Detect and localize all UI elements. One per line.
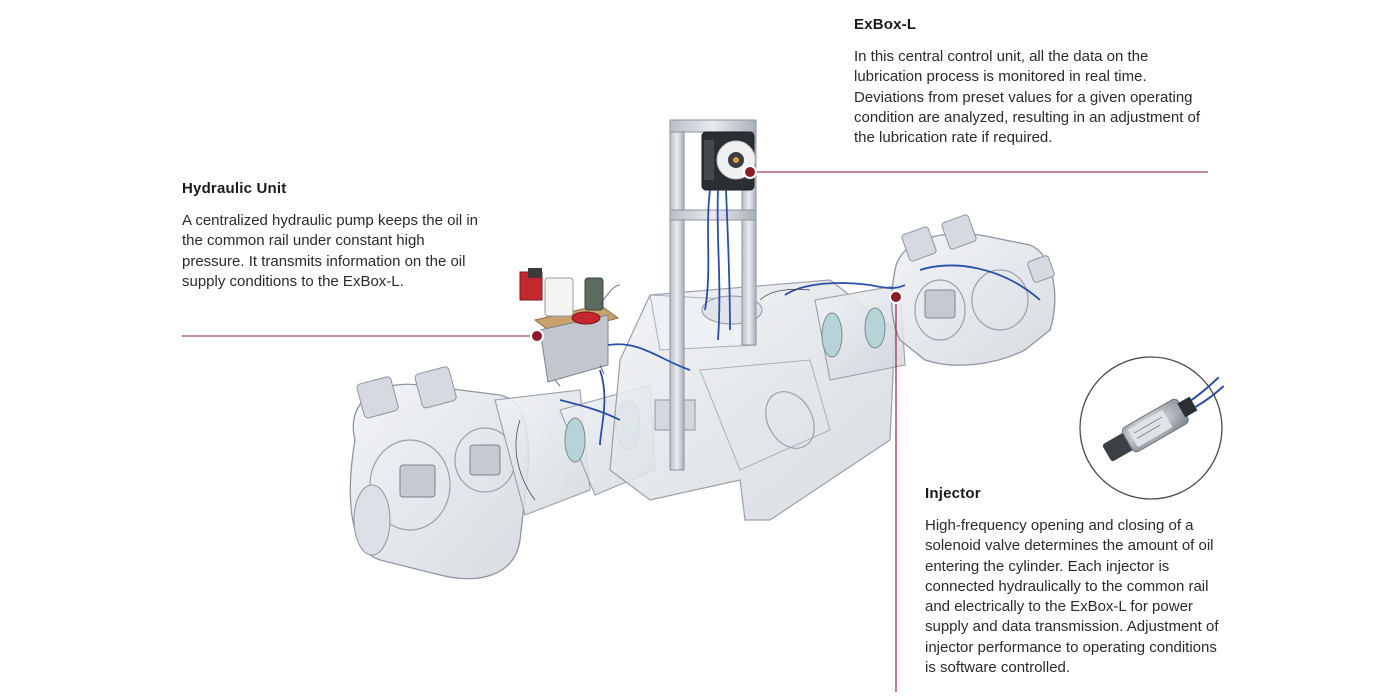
marker-exbox-l	[743, 165, 757, 179]
marker-injector	[889, 290, 903, 304]
hydraulic-unit	[519, 268, 620, 387]
cable-harness	[559, 189, 1041, 446]
left-cylinder-housing	[349, 366, 530, 580]
callout-title-injector: Injector	[925, 485, 981, 502]
callout-body-hydraulic-unit: A centralized hydraulic pump keeps the o…	[182, 212, 479, 290]
callout-body-injector: High-frequency opening and closing of a …	[925, 517, 1219, 677]
callout-injector: Injector High-frequency opening and clos…	[925, 485, 1225, 678]
injector-detail-inset	[1079, 356, 1225, 500]
leader-lines	[182, 171, 1208, 692]
callout-title-exbox-l: ExBox-L	[854, 16, 917, 33]
callout-markers	[530, 165, 903, 343]
cable-harness-thin	[515, 284, 811, 501]
marker-hydraulic-unit	[530, 329, 544, 343]
callout-body-exbox-l: In this central control unit, all the da…	[854, 48, 1201, 147]
callout-title-hydraulic-unit: Hydraulic Unit	[182, 180, 287, 197]
connecting-block-right	[814, 284, 906, 381]
right-cylinder-housing	[891, 214, 1056, 366]
callout-exbox-l: ExBox-L In this central control unit, al…	[854, 16, 1214, 148]
callout-hydraulic-unit: Hydraulic Unit A centralized hydraulic p…	[182, 180, 482, 292]
exbox-l-unit	[701, 131, 756, 191]
